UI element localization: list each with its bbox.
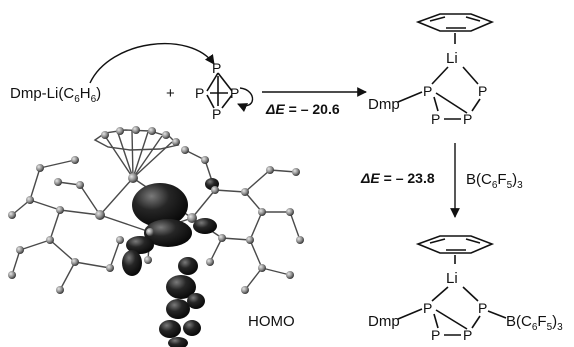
product2-borane-label: B(C6F5)3 [506, 313, 563, 333]
product2-li-label: Li [446, 270, 458, 287]
product1-p-left: P [423, 83, 432, 99]
product2-dmp-label: Dmp [368, 313, 400, 330]
p4-atom-left: P [195, 85, 204, 101]
product2-p-left: P [423, 300, 432, 316]
p4-atom-right: P [230, 85, 239, 101]
product1-p-bottom-right: P [463, 111, 472, 127]
product1-dmp-label: Dmp [368, 96, 400, 113]
homo-caption: HOMO [248, 313, 295, 330]
product2-p-bottom-right: P [463, 327, 472, 343]
step1-energy-label: ΔE = – 20.6 [265, 101, 340, 117]
p4-atom-top: P [212, 60, 221, 76]
product1-p-bottom-left: P [431, 111, 440, 127]
product1-p-right: P [478, 83, 487, 99]
product1-li-label: Li [446, 50, 458, 67]
attack-curved-arrow [89, 42, 215, 84]
product2-p-right: P [478, 300, 487, 316]
plus-sign: + [166, 85, 175, 102]
molecule-atoms [8, 126, 304, 294]
product2-structure: Li P P P P Dmp B(C6F5)3 [368, 235, 563, 343]
step2-energy-label: ΔE = – 23.8 [360, 170, 435, 186]
bond-cleavage-curved-arrow [237, 87, 254, 113]
orbital-lobes [122, 178, 219, 347]
product2-p-bottom-left: P [431, 327, 440, 343]
product1-structure: Li P P P P Dmp [368, 13, 495, 127]
homo-orbital-rendering [8, 126, 304, 347]
p4-tetrahedron: P P P P [195, 60, 239, 122]
dmp-li-benzene-label: Dmp-Li(C6H6) [10, 85, 101, 105]
step2-reagent-label: B(C6F5)3 [466, 171, 523, 191]
p4-atom-bottom: P [212, 106, 221, 122]
benzene-ring-icon [415, 235, 495, 254]
benzene-ring-icon [415, 13, 495, 32]
